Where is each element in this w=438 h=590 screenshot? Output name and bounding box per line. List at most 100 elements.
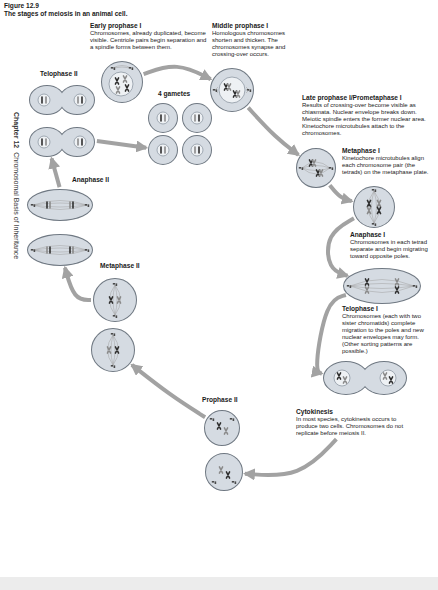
- stage-heading: 4 gametes: [158, 90, 218, 98]
- cell-outline: [92, 329, 134, 371]
- gamete-interior-part: [165, 147, 166, 153]
- cell-membrane: [296, 148, 336, 188]
- cell-outline: [30, 86, 64, 114]
- gamete-interior-part: [199, 147, 200, 153]
- cell-stage: Anaphase IChromosomes in each tetrad sep…: [343, 268, 421, 304]
- stage-heading: Middle prophase I: [212, 22, 300, 30]
- cell-stage: Late prophase I/Prometaphase IResults of…: [296, 148, 336, 188]
- anaphase-one-interior: [347, 279, 417, 293]
- telophase-one-interior-part: [337, 373, 340, 379]
- anaphase-two-interior-part: [70, 202, 71, 208]
- chapter-running-head: Chapter 12Chromosomal Basis of Inheritan…: [12, 112, 20, 259]
- cell-outline: [60, 86, 94, 114]
- cell-membrane: [323, 361, 407, 395]
- anaphase-two-interior-part: [33, 246, 87, 255]
- anaphase-two-interior-part: [70, 247, 71, 253]
- anaphase-two-interior-part: [85, 249, 89, 252]
- cell-membrane: [101, 61, 143, 103]
- gamete-interior-part: [157, 144, 169, 156]
- stage-description: Results of crossing-over become visible …: [302, 102, 434, 137]
- stage-arrow: [144, 67, 211, 79]
- anaphase-two-interior: [31, 201, 89, 255]
- stage-arrow: [248, 108, 298, 155]
- stage-note: CytokinesisIn most species, cytokinesis …: [296, 408, 408, 437]
- cytoplasm: [183, 104, 211, 132]
- figure-title: The stages of meiosis in an animal cell.: [4, 10, 128, 18]
- early-prophase-interior-part: [123, 76, 126, 82]
- cytoplasm: [30, 86, 64, 114]
- cell-stage: Metaphase IKinetochore microtubules alig…: [353, 186, 395, 228]
- prophase-two-interior-part: [224, 428, 227, 434]
- stage-text: Telophase IChromosomes (each with two si…: [342, 305, 434, 355]
- cell-stage: Telophase IChromosomes (each with two si…: [323, 361, 407, 395]
- late-prophase-interior-part: [302, 162, 330, 174]
- anaphase-one-interior-part: [365, 279, 368, 285]
- late-prophase-interior-part: [316, 170, 319, 176]
- late-prophase-interior: [299, 160, 333, 176]
- stage-text: Metaphase IKinetochore microtubules alig…: [342, 147, 434, 176]
- early-prophase-interior-part: [109, 72, 133, 96]
- anaphase-one-interior-part: [395, 287, 398, 293]
- cell-stage: Early prophase IChromosomes, already dup…: [101, 61, 143, 103]
- stage-arrow: [132, 365, 205, 417]
- stage-text: Telophase II: [40, 70, 100, 78]
- cell-membrane: [204, 410, 243, 491]
- anaphase-two-interior-part: [73, 202, 74, 208]
- early-prophase-interior-part: [111, 67, 115, 70]
- cell-membrane: [148, 103, 212, 165]
- stage-heading: Telophase II: [40, 70, 100, 78]
- gamete-interior-part: [161, 115, 162, 121]
- stage-heading: Metaphase I: [342, 147, 434, 155]
- telophase-one-interior-part: [389, 377, 392, 383]
- middle-prophase-interior-part: [236, 91, 239, 97]
- cell-outline: [362, 362, 406, 394]
- telophase-two-interior-part: [46, 97, 47, 103]
- stage-text: Anaphase II: [72, 176, 132, 184]
- cell-outline: [149, 104, 177, 132]
- telophase-one-interior-part: [380, 370, 396, 386]
- metaphase-two-interior-part: [109, 297, 112, 303]
- telophase-one-interior-part: [334, 370, 350, 386]
- page-margin-band: [0, 577, 438, 590]
- anaphase-one-interior-part: [365, 287, 368, 293]
- cell-stage: Middle prophase IHomologous chromosomes …: [210, 68, 254, 112]
- stage-heading: Anaphase I: [350, 231, 434, 239]
- cell-outline: [183, 104, 211, 132]
- anaphase-two-interior-part: [31, 249, 35, 252]
- cell-outline: [211, 69, 253, 111]
- stage-text: Prophase II: [202, 396, 262, 404]
- cytoplasm: [205, 411, 239, 445]
- cell-outline: [28, 235, 92, 265]
- metaphase-one-interior-part: [367, 200, 370, 206]
- prophase-two-interior-part: [210, 418, 214, 421]
- anaphase-two-interior-part: [50, 202, 51, 208]
- anaphase-two-interior-part: [33, 201, 87, 210]
- anaphase-two-interior-part: [31, 204, 35, 207]
- middle-prophase-interior-part: [227, 84, 230, 90]
- anaphase-one-interior-part: [395, 279, 398, 285]
- telophase-two-interior-part: [42, 139, 43, 145]
- gamete-interior-part: [191, 112, 203, 124]
- prophase-two-interior-part: [230, 418, 234, 421]
- telophase-two-interior-part: [38, 94, 50, 106]
- middle-prophase-interior-part: [233, 91, 236, 97]
- stage-heading: Metaphase II: [100, 262, 160, 270]
- cytoplasm: [206, 454, 242, 490]
- stage-text: Metaphase II: [100, 262, 160, 270]
- cell-outline: [28, 190, 92, 220]
- stage-description: Chromosomes in each tetrad separate and …: [350, 239, 434, 260]
- early-prophase-interior-part: [113, 66, 131, 69]
- early-prophase-interior-part: [125, 85, 128, 91]
- early-prophase-interior-part: [129, 67, 133, 70]
- late-prophase-interior-part: [299, 167, 303, 170]
- cell-outline: [94, 279, 136, 321]
- metaphase-one-interior-part: [368, 191, 380, 223]
- stage-heading: Anaphase II: [72, 176, 132, 184]
- cell-membrane: [353, 186, 395, 228]
- cytoplasm: [211, 69, 253, 111]
- metaphase-one-interior-part: [377, 200, 380, 206]
- stage-heading: Cytokinesis: [296, 408, 408, 416]
- middle-prophase-interior-part: [213, 89, 217, 92]
- prophase-two-interior-part: [232, 481, 236, 484]
